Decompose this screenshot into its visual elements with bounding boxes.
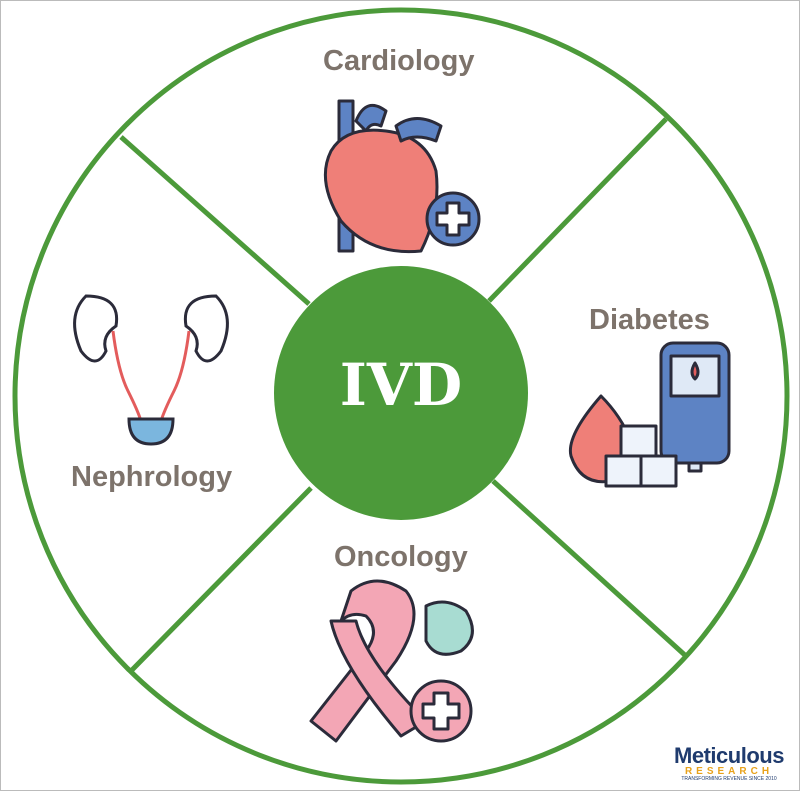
logo-sub: RESEARCH <box>684 766 774 777</box>
dividers <box>119 117 689 673</box>
segment-label-diabetes: Diabetes <box>589 304 710 336</box>
center-label: IVD <box>339 351 463 419</box>
logo-name: Meticulous <box>674 743 784 768</box>
meticulous-logo: Meticulous RESEARCH TRANSFORMING REVENUE… <box>669 743 789 782</box>
glucometer-icon <box>568 341 731 488</box>
kidney-icon <box>73 294 229 446</box>
segment-label-nephrology: Nephrology <box>71 461 233 493</box>
segment-label-cardiology: Cardiology <box>323 45 475 77</box>
center-circle <box>274 266 528 520</box>
heart-icon <box>323 99 481 254</box>
segment-label-oncology: Oncology <box>334 541 468 573</box>
logo-tagline: TRANSFORMING REVENUE SINCE 2010 <box>681 776 777 782</box>
outer-ring <box>12 7 790 785</box>
ribbon-icon <box>309 579 474 743</box>
